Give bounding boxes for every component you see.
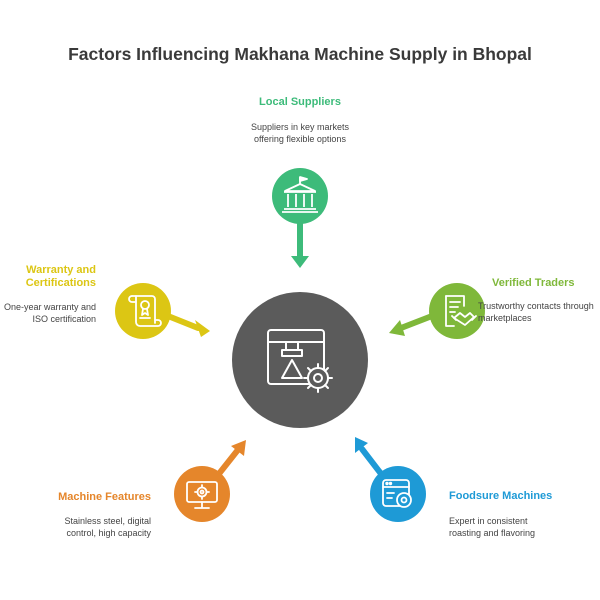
machine-features-label: Machine Features [58, 491, 151, 503]
market-building-icon [282, 176, 318, 213]
arrow-verified [389, 313, 435, 336]
certificate-scroll-icon [128, 295, 162, 327]
machine-gear-icon [267, 329, 333, 393]
verified-traders-desc: Trustworthy contacts through marketplace… [478, 301, 594, 323]
arrow-features [215, 440, 246, 478]
monitor-gear-icon [186, 481, 218, 509]
node-verified-traders [429, 283, 485, 339]
arrow-local [291, 219, 309, 268]
warranty-label: Warranty and Certifications [25, 264, 96, 289]
foodsure-machines-desc: Expert in consistent roasting and flavor… [449, 516, 536, 538]
node-machine-features [174, 466, 230, 522]
local-suppliers-label: Local Suppliers [259, 96, 341, 108]
arrow-foodsure [355, 437, 385, 478]
warranty-desc: One-year warranty and ISO certification [3, 302, 96, 324]
browser-settings-icon [382, 479, 412, 508]
local-suppliers-desc: Suppliers in key markets offering flexib… [250, 122, 350, 144]
node-local-suppliers [272, 168, 328, 224]
machine-features-desc: Stainless steel, digital control, high c… [64, 516, 151, 538]
arrow-warranty [165, 313, 210, 337]
verified-traders-label: Verified Traders [492, 277, 575, 289]
node-warranty-certifications [115, 283, 171, 339]
diagram-title: Factors Influencing Makhana Machine Supp… [68, 44, 532, 64]
node-foodsure-machines [370, 466, 426, 522]
center-hub [232, 292, 368, 428]
foodsure-machines-label: Foodsure Machines [449, 490, 553, 502]
contract-handshake-icon [445, 295, 477, 327]
